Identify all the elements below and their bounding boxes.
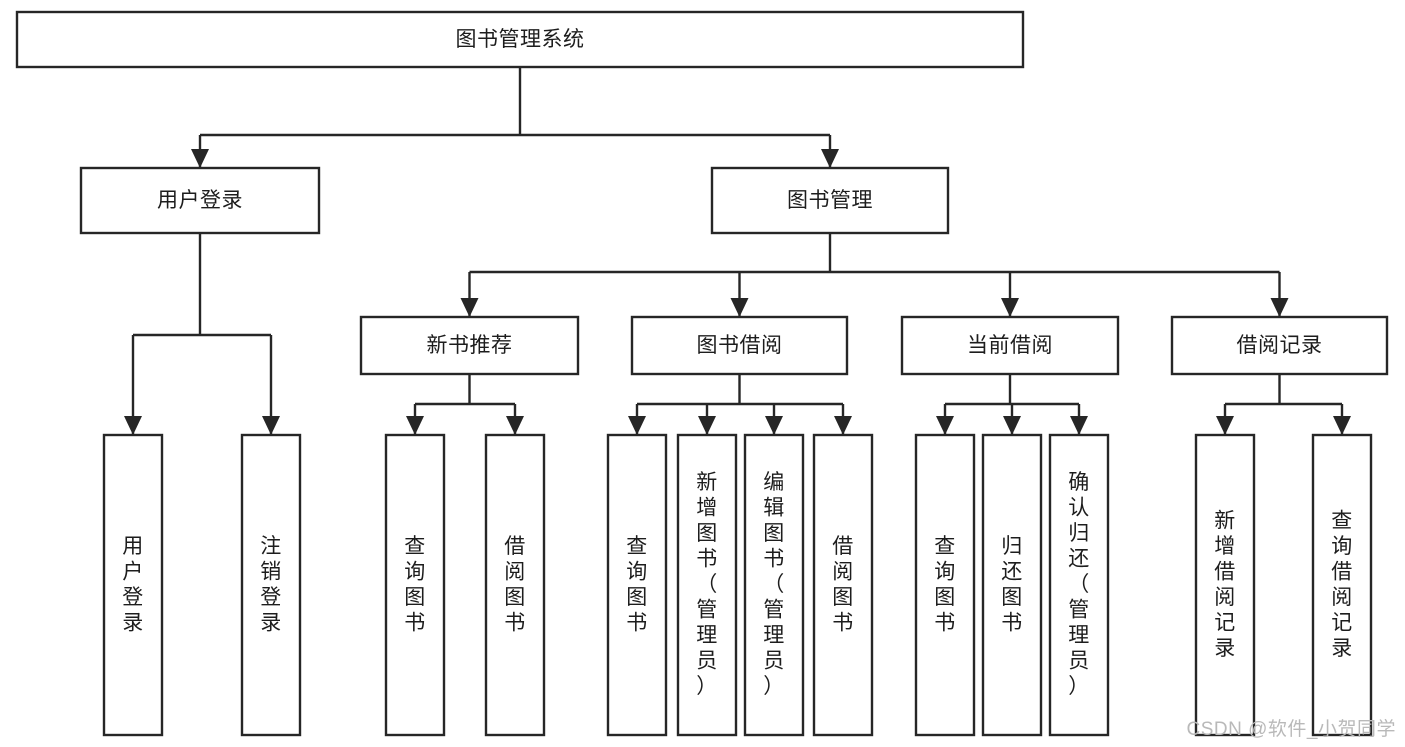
node-leaf-query-book-1[interactable]: 查询图书: [384, 433, 446, 737]
node-label-leaf-query-book-1: 查询图书: [404, 535, 426, 635]
node-box-new-book-recommend: [359, 315, 580, 376]
node-label-leaf-query-book-3: 查询图书: [934, 535, 956, 635]
node-leaf-add-book[interactable]: 新增图书（管理员）: [676, 433, 738, 737]
node-layer: 图书管理系统用户登录图书管理新书推荐图书借阅当前借阅借阅记录用户登录注销登录查询…: [15, 10, 1389, 737]
node-box-leaf-query-book-2: [606, 433, 668, 737]
node-leaf-query-book-3[interactable]: 查询图书: [914, 433, 976, 737]
arrow-head-icon: [1333, 416, 1351, 435]
node-box-leaf-borrow-book-2: [812, 433, 874, 737]
arrow-head-icon: [1070, 416, 1088, 435]
node-box-user-login: [79, 166, 321, 235]
node-box-current-borrow: [900, 315, 1120, 376]
node-label-new-book-recommend: 新书推荐: [427, 334, 513, 357]
node-leaf-borrow-book-1[interactable]: 借阅图书: [484, 433, 546, 737]
node-box-book-borrow: [630, 315, 849, 376]
edge-user-login-to-leaves: [124, 233, 280, 435]
node-label-borrow-record: 借阅记录: [1237, 334, 1323, 357]
node-box-book-manage: [710, 166, 950, 235]
arrow-head-icon: [834, 416, 852, 435]
node-label-leaf-user-login: 用户登录: [122, 535, 144, 635]
arrow-head-icon: [406, 416, 424, 435]
node-box-leaf-return-book: [981, 433, 1043, 737]
node-root[interactable]: 图书管理系统: [15, 10, 1025, 69]
arrow-head-icon: [1216, 416, 1234, 435]
node-leaf-confirm-return[interactable]: 确认归还（管理员）: [1048, 433, 1110, 737]
node-box-leaf-edit-book: [743, 433, 805, 737]
node-box-leaf-query-book-1: [384, 433, 446, 737]
node-leaf-add-record[interactable]: 新增借阅记录: [1194, 433, 1256, 737]
arrow-head-icon: [1270, 298, 1289, 317]
node-leaf-query-record[interactable]: 查询借阅记录: [1311, 433, 1373, 737]
node-label-leaf-edit-book: 编辑图书（管理员）: [763, 471, 785, 698]
arrow-head-icon: [1003, 416, 1021, 435]
arrow-head-icon: [460, 298, 479, 317]
arrow-head-icon: [124, 416, 142, 435]
node-box-leaf-user-login: [102, 433, 164, 737]
node-label-leaf-query-book-2: 查询图书: [626, 535, 648, 635]
arrow-head-icon: [730, 298, 749, 317]
node-box-leaf-query-book-3: [914, 433, 976, 737]
arrow-head-icon: [698, 416, 716, 435]
node-box-leaf-add-book: [676, 433, 738, 737]
node-leaf-edit-book[interactable]: 编辑图书（管理员）: [743, 433, 805, 737]
node-current-borrow[interactable]: 当前借阅: [900, 315, 1120, 376]
edge-borrow-to-leaves: [628, 374, 852, 435]
node-leaf-user-login[interactable]: 用户登录: [102, 433, 164, 737]
edge-book-manage-to-level2: [460, 233, 1289, 317]
arrow-head-icon: [936, 416, 954, 435]
edge-current-to-leaves: [936, 374, 1088, 435]
node-label-leaf-confirm-return: 确认归还（管理员）: [1068, 471, 1090, 698]
node-user-login[interactable]: 用户登录: [79, 166, 321, 235]
node-label-book-borrow: 图书借阅: [697, 334, 783, 357]
node-box-leaf-borrow-book-1: [484, 433, 546, 737]
edge-recommend-to-leaves: [406, 374, 524, 435]
node-label-leaf-borrow-book-1: 借阅图书: [504, 535, 526, 635]
node-label-user-login: 用户登录: [157, 189, 243, 212]
node-label-root: 图书管理系统: [456, 28, 585, 51]
node-leaf-borrow-book-2[interactable]: 借阅图书: [812, 433, 874, 737]
node-leaf-logout[interactable]: 注销登录: [240, 433, 302, 737]
connector-layer: [124, 67, 1351, 435]
arrow-head-icon: [765, 416, 783, 435]
node-label-current-borrow: 当前借阅: [967, 334, 1053, 357]
node-label-leaf-query-record: 查询借阅记录: [1331, 509, 1353, 660]
arrow-head-icon: [262, 416, 280, 435]
node-box-leaf-add-record: [1194, 433, 1256, 737]
edge-root-to-level1: [191, 67, 839, 168]
node-box-borrow-record: [1170, 315, 1389, 376]
node-leaf-query-book-2[interactable]: 查询图书: [606, 433, 668, 737]
node-label-leaf-logout: 注销登录: [260, 535, 282, 635]
node-label-leaf-add-record: 新增借阅记录: [1214, 509, 1236, 660]
node-borrow-record[interactable]: 借阅记录: [1170, 315, 1389, 376]
arrow-head-icon: [191, 149, 209, 168]
node-label-leaf-borrow-book-2: 借阅图书: [832, 535, 854, 635]
node-leaf-return-book[interactable]: 归还图书: [981, 433, 1043, 737]
arrow-head-icon: [1001, 298, 1019, 317]
node-book-borrow[interactable]: 图书借阅: [630, 315, 849, 376]
node-label-book-manage: 图书管理: [787, 189, 873, 212]
arrow-head-icon: [821, 149, 839, 168]
node-box-leaf-confirm-return: [1048, 433, 1110, 737]
node-box-leaf-logout: [240, 433, 302, 737]
node-new-book-recommend[interactable]: 新书推荐: [359, 315, 580, 376]
node-box-leaf-query-record: [1311, 433, 1373, 737]
node-label-leaf-add-book: 新增图书（管理员）: [696, 471, 718, 698]
edge-record-to-leaves: [1216, 374, 1351, 435]
node-box-root: [15, 10, 1025, 69]
node-book-manage[interactable]: 图书管理: [710, 166, 950, 235]
arrow-head-icon: [628, 416, 646, 435]
arrow-head-icon: [506, 416, 524, 435]
node-label-leaf-return-book: 归还图书: [1001, 535, 1023, 635]
